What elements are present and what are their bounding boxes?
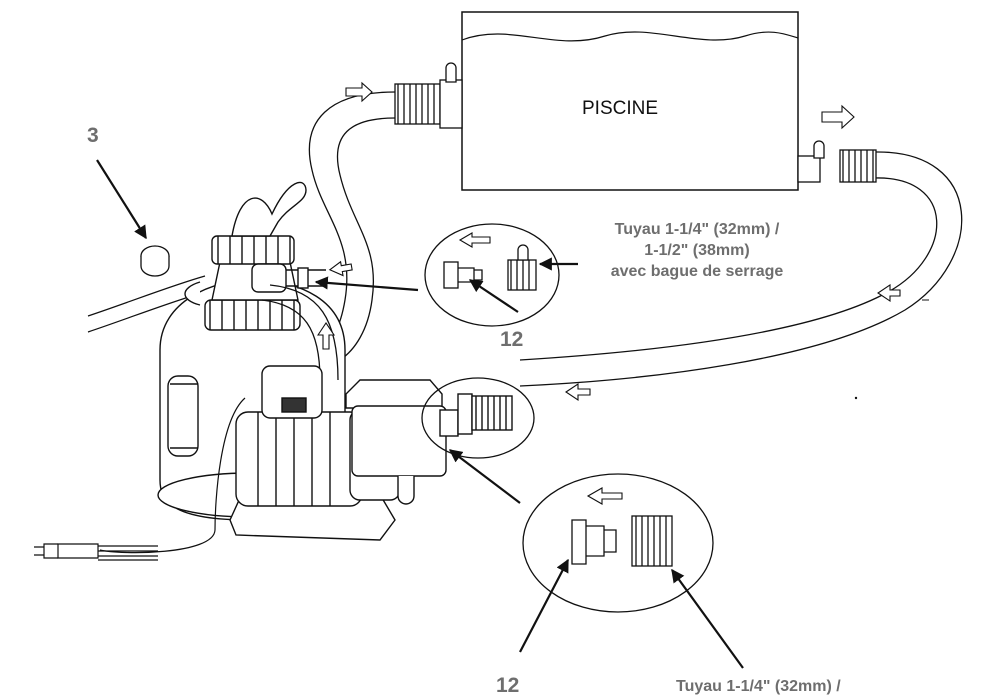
- multiport-valve: [184, 181, 326, 331]
- pump: [229, 365, 513, 541]
- pointer-top-circle: [314, 276, 419, 292]
- flow-arrow-pool-outlet: [821, 104, 855, 130]
- pool: [461, 11, 799, 191]
- flow-arrow-pool-inlet: [345, 81, 373, 103]
- top-hose-note-line1: Tuyau 1-1/4" (32mm) /: [614, 221, 780, 238]
- top-hose-note: Tuyau 1-1/4" (32mm) / 1-1/2" (38mm) avec…: [577, 219, 817, 282]
- pointer-bottom-hose: [671, 568, 744, 669]
- pointer-bottom-connector: [519, 558, 569, 653]
- flow-arrow-return: [877, 283, 901, 303]
- callout-top-connector-number: 12: [500, 328, 524, 351]
- pointer-bottom-circle: [448, 449, 521, 504]
- flow-arrow-valve-out: [328, 260, 353, 277]
- flow-arrow-bottom-detail: [586, 487, 623, 505]
- top-hose-note-line3: avec bague de serrage: [610, 263, 784, 280]
- bottom-hose-note-line1: Tuyau 1-1/4" (32mm) /: [676, 678, 841, 695]
- bottom-detail-circle: [421, 377, 714, 613]
- power-cord: [34, 397, 246, 561]
- callout-bottom-connector-number: 12: [496, 674, 520, 697]
- flow-arrow-riser: [316, 322, 336, 350]
- tank-pump-pipe: [261, 284, 339, 381]
- pool-label: PISCINE: [582, 98, 659, 119]
- pool-outlet-hose: [519, 140, 963, 387]
- pointer-arrows: [96, 159, 744, 669]
- pool-inlet-hose: [308, 62, 463, 361]
- flow-arrows: [316, 81, 901, 505]
- pointer-cap: [96, 159, 147, 240]
- callout-cap-number: 3: [87, 124, 99, 147]
- top-hose-note-line2: 1-1/2" (38mm): [644, 242, 750, 259]
- top-detail-circle: [424, 223, 560, 327]
- drain-cap: [140, 245, 170, 277]
- flow-arrow-top-detail: [458, 232, 491, 248]
- pointer-top-connector: [468, 279, 519, 313]
- dot-mark: [854, 396, 858, 400]
- flow-arrow-pump-inlet: [565, 382, 591, 402]
